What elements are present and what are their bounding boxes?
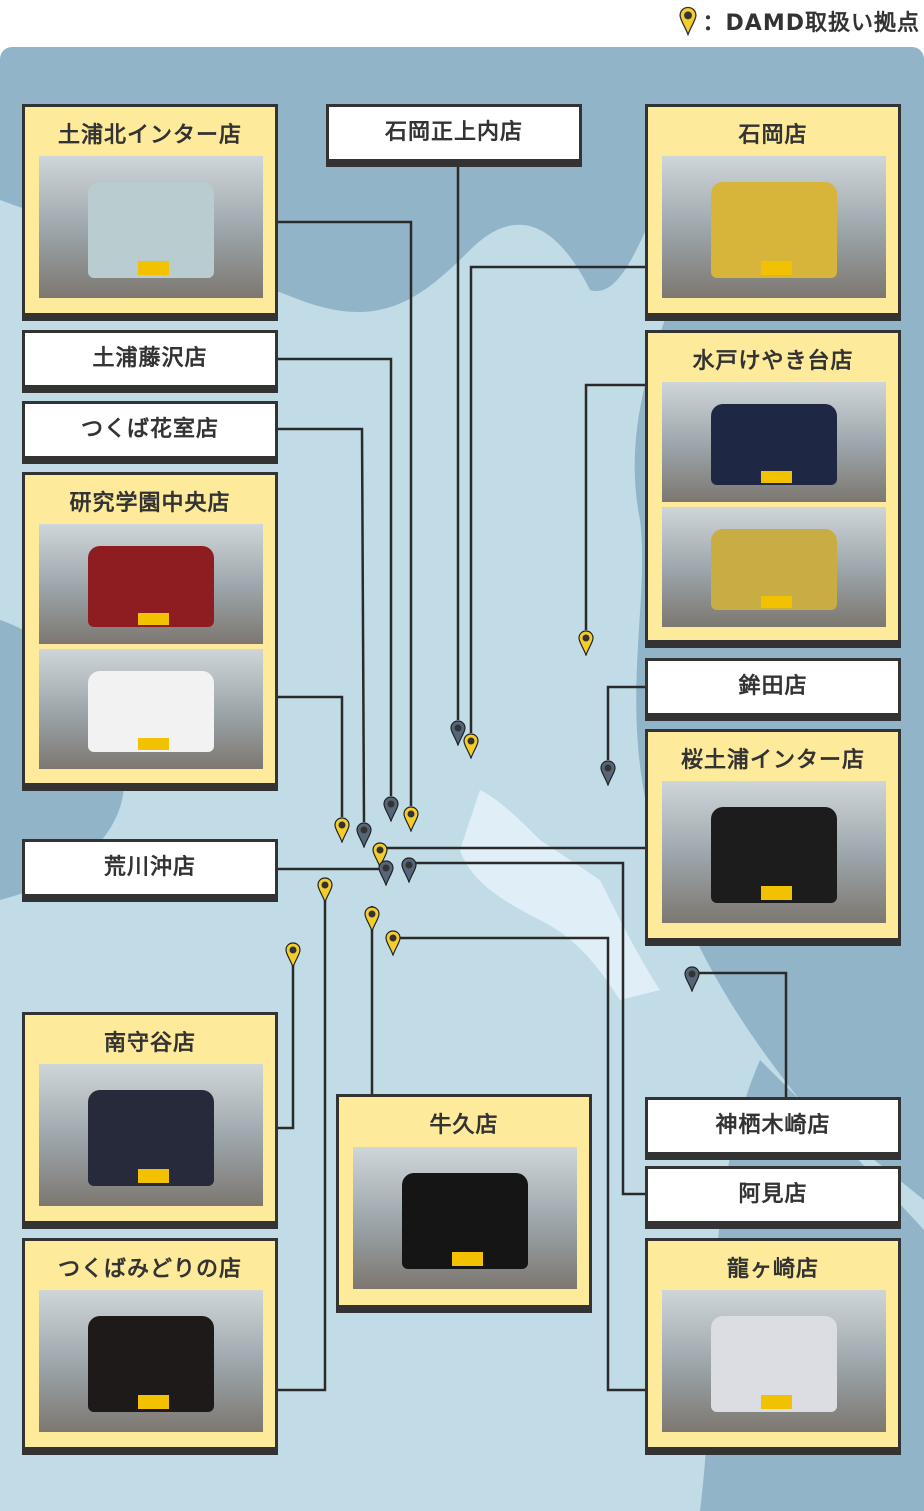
damd-store-pin-icon[interactable] [364, 906, 380, 933]
license-plate [137, 737, 169, 750]
store-name: 龍ヶ崎店 [726, 1257, 819, 1282]
car-photo [353, 1147, 577, 1289]
store-card[interactable]: 神栖木崎店 [645, 1097, 901, 1155]
store-card[interactable]: つくばみどりの店 [22, 1238, 278, 1450]
store-card[interactable]: 石岡正上内店 [326, 104, 582, 162]
license-plate [451, 1252, 483, 1267]
store-card[interactable]: 龍ヶ崎店 [645, 1238, 901, 1450]
store-name: 研究学園中央店 [69, 491, 231, 516]
store-name: 土浦藤沢店 [92, 346, 208, 371]
damd-store-pin-icon[interactable] [334, 817, 350, 844]
store-name: 荒川沖店 [103, 855, 196, 880]
store-pin-icon[interactable] [356, 822, 372, 849]
car-photo [662, 156, 886, 298]
store-card[interactable]: つくば花室店 [22, 401, 278, 459]
license-plate [760, 1395, 792, 1410]
damd-store-pin-icon[interactable] [578, 630, 594, 657]
store-card[interactable]: 南守谷店 [22, 1012, 278, 1224]
car-photo [39, 1064, 263, 1206]
car-photo [39, 649, 263, 769]
store-name: 牛久店 [429, 1113, 499, 1138]
store-card[interactable]: 牛久店 [336, 1094, 592, 1308]
car-photo [39, 156, 263, 298]
damd-store-pin-icon[interactable] [403, 806, 419, 833]
store-card[interactable]: 土浦藤沢店 [22, 330, 278, 388]
store-card[interactable]: 鉾田店 [645, 658, 901, 716]
store-pin-icon[interactable] [600, 760, 616, 787]
store-name: 水戸けやき台店 [692, 349, 854, 374]
store-card[interactable]: 荒川沖店 [22, 839, 278, 897]
damd-store-pin-icon[interactable] [385, 930, 401, 957]
license-plate [760, 470, 792, 483]
license-plate [137, 612, 169, 625]
store-pin-icon[interactable] [383, 796, 399, 823]
store-name: つくばみどりの店 [57, 1257, 242, 1282]
map-pin-icon [678, 6, 697, 36]
license-plate [760, 886, 792, 901]
lake-kasumigaura [460, 790, 660, 1000]
damd-store-pin-icon[interactable] [372, 842, 388, 869]
license-plate [760, 595, 792, 608]
store-name: 神栖木崎店 [715, 1113, 831, 1138]
car-photo [662, 507, 886, 627]
legend-label: ：DAMD取扱い拠点 [702, 11, 920, 36]
store-name: 鉾田店 [738, 674, 808, 699]
license-plate [137, 1395, 169, 1410]
store-card[interactable]: 桜土浦インター店 [645, 729, 901, 941]
store-name: 南守谷店 [103, 1031, 196, 1056]
car-photo [662, 781, 886, 923]
store-pin-icon[interactable] [684, 966, 700, 993]
store-card[interactable]: 研究学園中央店 [22, 472, 278, 786]
store-card[interactable]: 石岡店 [645, 104, 901, 316]
store-pin-icon[interactable] [450, 720, 466, 747]
car-photo [39, 524, 263, 644]
damd-store-pin-icon[interactable] [317, 877, 333, 904]
damd-store-pin-icon[interactable] [285, 942, 301, 969]
license-plate [760, 261, 792, 276]
store-card[interactable]: 土浦北インター店 [22, 104, 278, 316]
store-name: 石岡正上内店 [384, 120, 523, 145]
store-name: つくば花室店 [80, 417, 219, 442]
store-name: 阿見店 [738, 1182, 808, 1207]
map-legend: ：DAMD取扱い拠点 [678, 4, 920, 38]
store-name: 石岡店 [738, 123, 808, 148]
store-pin-icon[interactable] [401, 857, 417, 884]
car-photo [662, 1290, 886, 1432]
store-pin-icon[interactable] [378, 860, 394, 887]
car-photo [39, 1290, 263, 1432]
store-name: 桜土浦インター店 [680, 748, 865, 773]
store-card[interactable]: 水戸けやき台店 [645, 330, 901, 643]
connector-lines [278, 162, 788, 1392]
license-plate [137, 261, 169, 276]
car-photo [662, 382, 886, 502]
damd-store-pin-icon[interactable] [463, 733, 479, 760]
store-card[interactable]: 阿見店 [645, 1166, 901, 1224]
license-plate [137, 1169, 169, 1184]
store-name: 土浦北インター店 [57, 123, 242, 148]
